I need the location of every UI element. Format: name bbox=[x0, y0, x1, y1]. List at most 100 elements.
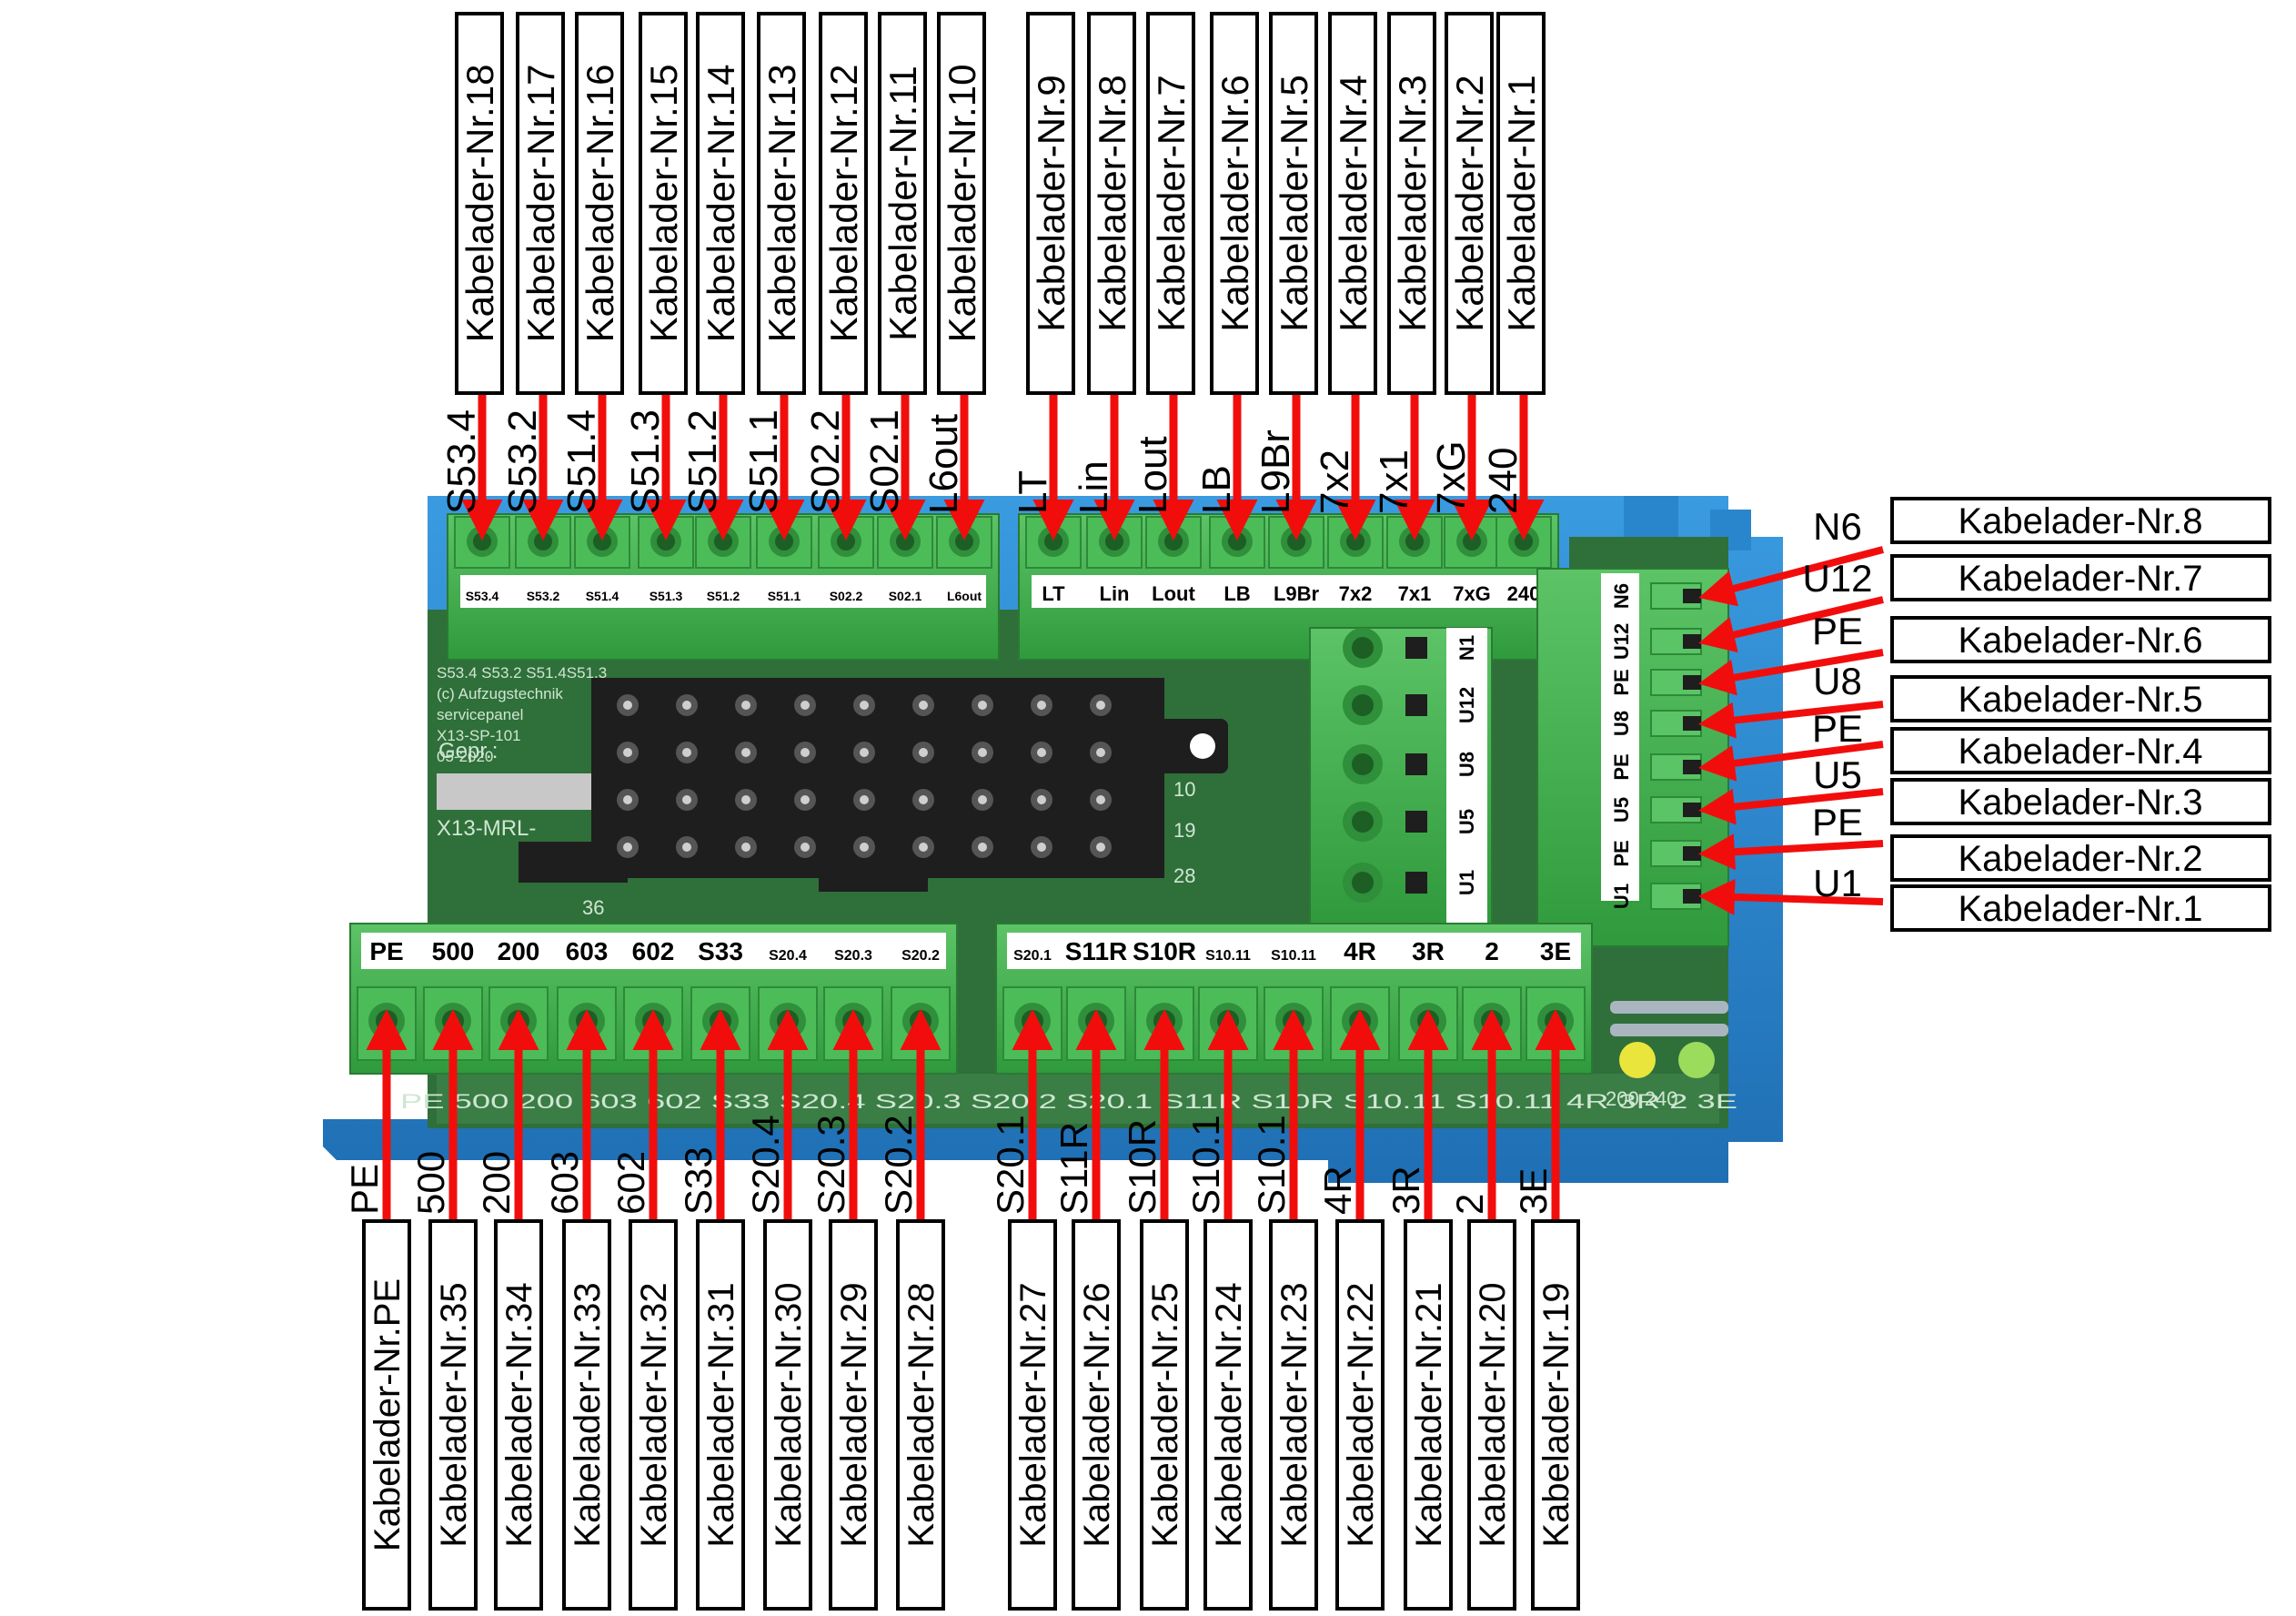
cable-label: Kabelader-Nr.28 bbox=[901, 1282, 942, 1547]
cable-label: Kabelader-Nr.10 bbox=[941, 65, 983, 343]
cable-label: Kabelader-Nr.3 bbox=[1958, 783, 2202, 823]
label-strip bbox=[1446, 628, 1487, 924]
cable-arrow bbox=[1698, 788, 1884, 825]
label-strip bbox=[361, 933, 946, 969]
silk-row-10: 10 bbox=[1173, 778, 1195, 801]
cable-label-box bbox=[1404, 1219, 1453, 1611]
strip-label: 603 bbox=[566, 937, 609, 965]
pin-label: S02.2 bbox=[803, 409, 848, 514]
strip-label: L9Br bbox=[1274, 582, 1320, 605]
header-pin-center bbox=[623, 843, 632, 852]
cable-label: Kabelader-Nr.22 bbox=[1341, 1282, 1381, 1547]
silk-row-36: 36 bbox=[582, 896, 604, 919]
pin-label: S51.1 bbox=[741, 409, 786, 514]
pin-label: 603 bbox=[543, 1151, 586, 1215]
strip-label: PE bbox=[1610, 753, 1633, 780]
pin-label: LB bbox=[1194, 465, 1239, 514]
header-pin-center bbox=[978, 748, 987, 757]
cable-label: Kabelader-Nr.31 bbox=[701, 1282, 741, 1547]
strip-label: U1 bbox=[1610, 884, 1633, 909]
cable-arrow bbox=[1698, 596, 1884, 653]
strip-label: Lin bbox=[1100, 582, 1130, 605]
header-pin-center bbox=[682, 795, 691, 804]
strip-label: S10.11 bbox=[1271, 948, 1316, 964]
screw-terminal bbox=[1683, 634, 1701, 649]
header-pin-center bbox=[1037, 701, 1046, 710]
cable-label: Kabelader-Nr.1 bbox=[1958, 889, 2202, 929]
cable-label-box bbox=[896, 1219, 945, 1611]
cable-arrow bbox=[1698, 649, 1884, 696]
header-pin-center bbox=[741, 701, 750, 710]
strip-label: S10.11 bbox=[1205, 948, 1251, 964]
cable-label-box bbox=[1026, 12, 1075, 395]
header-pin-center bbox=[919, 701, 928, 710]
pin-label: 3E bbox=[1512, 1168, 1555, 1215]
strip-label: LT bbox=[1042, 582, 1065, 605]
strip-label: N1 bbox=[1455, 635, 1478, 661]
strip-label: 200 bbox=[498, 937, 540, 965]
cable-annotations: S53.4Kabelader-Nr.18S53.2Kabelader-Nr.17… bbox=[343, 12, 2271, 1611]
silk-row-19: 19 bbox=[1173, 819, 1195, 842]
yellow-led bbox=[1619, 1042, 1656, 1078]
cable-label-box bbox=[1531, 1219, 1580, 1611]
cable-label: Kabelader-Nr.7 bbox=[1958, 559, 2202, 599]
strip-label: 7x2 bbox=[1339, 582, 1373, 605]
pin-label: S51.3 bbox=[623, 409, 668, 514]
header-pin-center bbox=[1096, 843, 1105, 852]
cable-label: Kabelader-Nr.17 bbox=[519, 65, 562, 343]
cable-label: Kabelader-Nr.13 bbox=[760, 65, 803, 343]
cable-label-box bbox=[1890, 497, 2271, 544]
pin-label: 240 bbox=[1481, 448, 1526, 514]
strip-label: U12 bbox=[1610, 623, 1633, 660]
cable-label: Kabelader-Nr.33 bbox=[568, 1282, 608, 1547]
cable-label: Kabelader-Nr.2 bbox=[1958, 839, 2202, 879]
header-pin-center bbox=[1037, 795, 1046, 804]
strip-label: PE bbox=[369, 937, 403, 965]
silk-bottom-row: PE 500 200 603 602 S33 S20.4 S20.3 S20.2… bbox=[400, 1090, 1737, 1113]
silk-line-5: 05-2020 bbox=[437, 748, 493, 765]
screw-terminal bbox=[1683, 846, 1701, 861]
header-pin-center bbox=[801, 748, 810, 757]
pin-label: S51.4 bbox=[559, 409, 604, 514]
header-pin-center bbox=[860, 843, 869, 852]
cable-label-box bbox=[1496, 12, 1546, 395]
strip-label: U5 bbox=[1455, 809, 1478, 834]
cable-arrow bbox=[1698, 741, 1884, 782]
cable-label: Kabelader-Nr.25 bbox=[1145, 1282, 1185, 1547]
pin-label: 500 bbox=[409, 1151, 452, 1215]
cable-label-box bbox=[1467, 1219, 1516, 1611]
cable-label: Kabelader-Nr.15 bbox=[642, 65, 685, 343]
cable-label: Kabelader-Nr.27 bbox=[1013, 1282, 1053, 1547]
silk-line-2: (c) Aufzugstechnik bbox=[437, 685, 563, 702]
pcb-silkscreen: S53.4 S53.2 S51.4S51.3 (c) Aufzugstechni… bbox=[400, 664, 1737, 1113]
strip-label: S53.4 bbox=[466, 589, 499, 603]
cable-label-box bbox=[1890, 616, 2271, 663]
cable-label: Kabelader-Nr.PE bbox=[368, 1278, 408, 1551]
silk-white-field bbox=[437, 773, 596, 810]
cable-label-box bbox=[696, 12, 745, 395]
cable-label: Kabelader-Nr.6 bbox=[1958, 621, 2202, 661]
strip-label: S51.4 bbox=[586, 589, 619, 603]
strip-label: U5 bbox=[1610, 797, 1633, 823]
header-pin-center bbox=[682, 843, 691, 852]
header-pin-center bbox=[919, 795, 928, 804]
pin-label: Lout bbox=[1131, 436, 1175, 514]
cable-arrow bbox=[1698, 878, 1884, 915]
cable-label-box bbox=[1269, 1219, 1318, 1611]
cable-label-box bbox=[639, 12, 688, 395]
strip-label: U8 bbox=[1455, 752, 1478, 777]
strip-label: 3E bbox=[1540, 937, 1571, 965]
cable-label-box bbox=[1210, 12, 1259, 395]
cable-label: Kabelader-Nr.34 bbox=[499, 1282, 539, 1547]
cable-label-box bbox=[937, 12, 986, 395]
header-pin-center bbox=[623, 748, 632, 757]
strip-label: S20.3 bbox=[834, 948, 872, 964]
strip-label: N6 bbox=[1610, 583, 1633, 609]
silk-row-28: 28 bbox=[1173, 864, 1195, 887]
screw-terminal bbox=[1683, 589, 1701, 603]
pin-label: 602 bbox=[609, 1151, 652, 1215]
strip-label: 2 bbox=[1485, 937, 1499, 965]
strip-label: 4R bbox=[1344, 937, 1376, 965]
pin-label: S10.1 bbox=[1184, 1115, 1227, 1215]
